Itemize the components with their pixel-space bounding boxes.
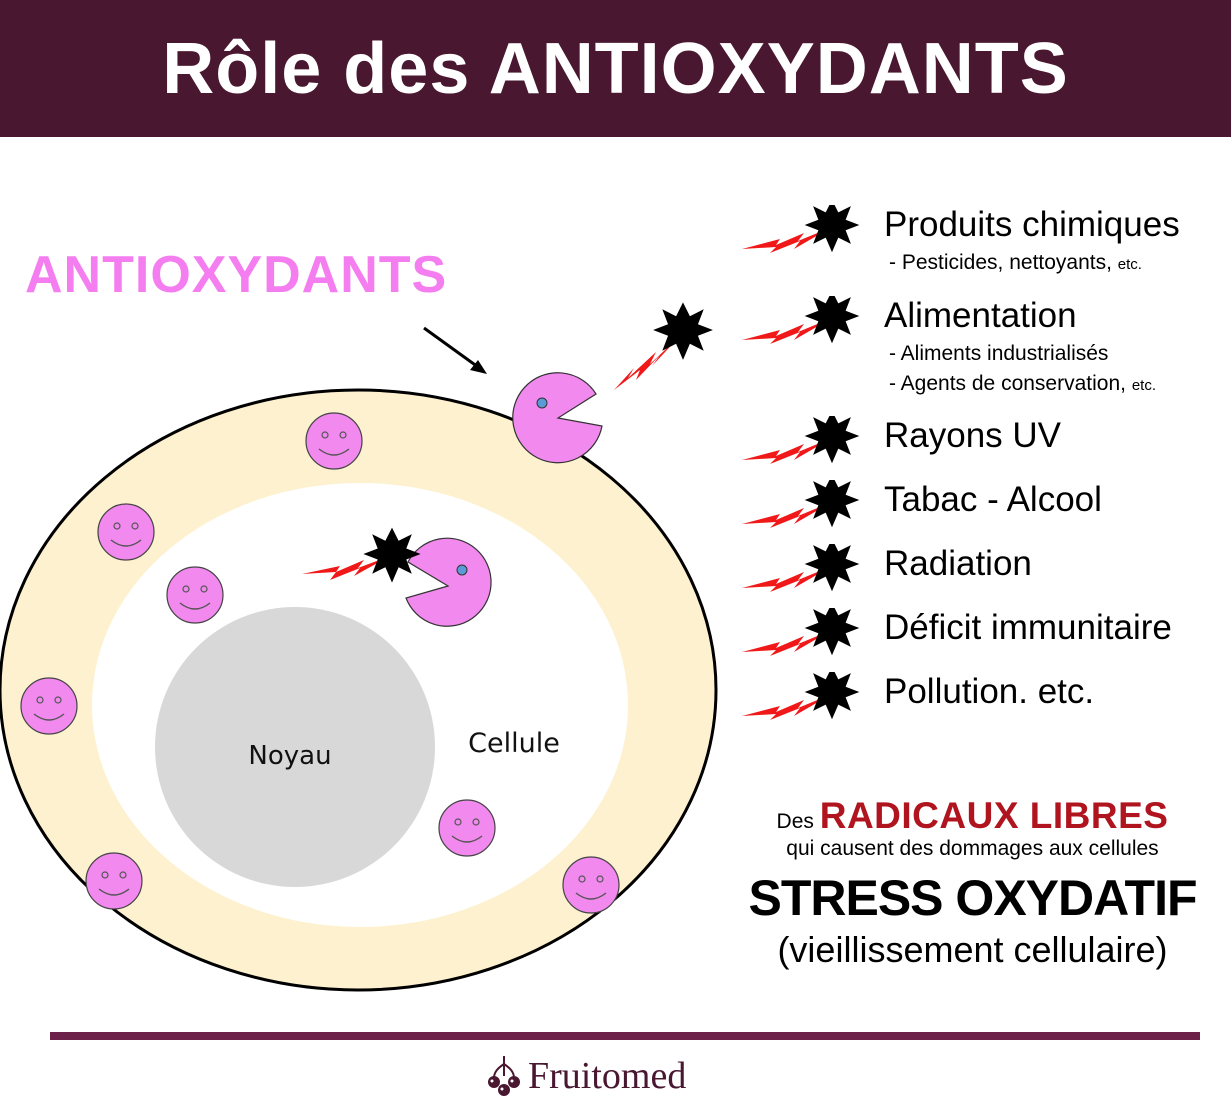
cell-label: Cellule (468, 728, 560, 759)
cause-item: Produits chimiques - Pesticides, nettoyan… (742, 205, 1231, 274)
smiley-icon (20, 677, 78, 735)
free-radical-icon (614, 302, 713, 390)
free-radical-icon (742, 544, 860, 592)
smiley-icon (562, 856, 620, 914)
summary-line1: Des RADICAUX LIBRES (740, 795, 1205, 837)
nucleus-label: Noyau (248, 741, 331, 771)
summary-line2: qui causent des dommages aux cellules (786, 837, 1159, 860)
smiley-icon (97, 503, 155, 561)
cause-item: Déficit immunitaire (742, 608, 1231, 668)
free-radical-icon (742, 416, 860, 464)
cause-detail-etc: etc. (1131, 377, 1156, 394)
cause-item: Tabac - Alcool (742, 480, 1231, 540)
antioxidant-pacman-icon (512, 372, 603, 464)
footer-divider (50, 1032, 1200, 1040)
cause-detail-etc: etc. (1117, 256, 1142, 273)
brand-name: Fruitomed (528, 1055, 687, 1097)
cellular-aging-text: (vieillissement cellulaire) (777, 929, 1168, 970)
page-title: Rôle des ANTIOXYDANTS (162, 28, 1069, 109)
cause-item: Alimentation - Aliments industrialisés - A… (742, 296, 1231, 395)
summary-prefix: Des (776, 810, 820, 833)
cause-title: Produits chimiques (884, 205, 1180, 244)
cause-detail: - Agents de conservation, etc. (889, 372, 1156, 396)
free-radical-icon (742, 205, 860, 253)
cause-item: Pollution. etc. (742, 672, 1231, 732)
cause-title: Tabac - Alcool (884, 480, 1102, 519)
cause-title: Radiation (884, 544, 1032, 583)
nucleus (155, 607, 435, 887)
smiley-icon (438, 799, 496, 857)
smiley-icon (305, 412, 363, 470)
smiley-icon (85, 852, 143, 910)
free-radical-icon (302, 527, 421, 583)
summary-block: Des RADICAUX LIBRES qui causent des domm… (740, 795, 1205, 971)
arrow-icon (423, 326, 487, 374)
cause-item: Rayons UV (742, 416, 1231, 476)
free-radicals-heading: RADICAUX LIBRES (819, 795, 1169, 836)
antioxidant-pacman-icon (405, 537, 492, 627)
cause-title: Pollution. etc. (884, 672, 1095, 711)
header-banner: Rôle des ANTIOXYDANTS (0, 0, 1231, 137)
free-radical-icon (742, 672, 860, 720)
fruit-logo-icon (488, 1056, 520, 1096)
cause-title: Déficit immunitaire (884, 608, 1172, 647)
cause-detail-text: - Agents de conservation, (889, 372, 1132, 395)
cause-detail-text: - Pesticides, nettoyants, (889, 251, 1118, 274)
cause-detail: - Aliments industrialisés (889, 342, 1108, 366)
cause-detail: - Pesticides, nettoyants, etc. (889, 251, 1142, 275)
oxidative-stress-heading: STRESS OXYDATIF (748, 870, 1197, 926)
cell-diagram: Noyau Cellule (0, 302, 718, 992)
cause-title: Alimentation (884, 296, 1077, 335)
free-radical-icon (742, 608, 860, 656)
free-radical-icon (742, 296, 860, 344)
footer-logo: Fruitomed (486, 1052, 686, 1100)
cause-detail-text: - Aliments industrialisés (889, 342, 1109, 365)
free-radical-icon (742, 480, 860, 528)
cause-item: Radiation (742, 544, 1231, 604)
cause-title: Rayons UV (884, 416, 1062, 455)
smiley-icon (166, 566, 224, 624)
antioxidants-label: ANTIOXYDANTS (25, 246, 448, 304)
